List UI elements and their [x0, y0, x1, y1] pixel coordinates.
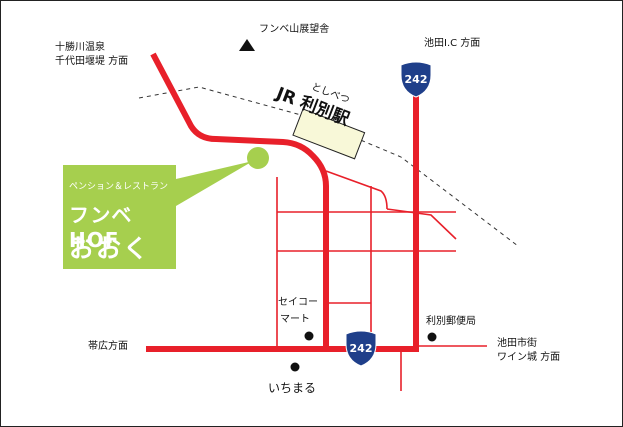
jr-station-building	[292, 108, 366, 160]
post-office-dot-icon	[427, 332, 437, 342]
mountain-icon	[239, 39, 255, 51]
ad-name-line2: おおくま	[69, 234, 151, 299]
ichimaru-label: いちまる	[268, 381, 317, 395]
route-number-north: 242	[405, 73, 428, 86]
route-shield-north-icon: 242	[400, 61, 432, 98]
ad-name-line1: フンベ HOF	[69, 203, 133, 252]
direction-ikeda-town-line2: ワイン城 方面	[497, 352, 561, 363]
route-shield-south-icon: 242	[345, 330, 377, 367]
pension-ad: ペンション＆レストラン フンベ HOF おおくま	[63, 165, 176, 299]
direction-ikeda-ic: 池田I.C 方面	[424, 38, 481, 49]
route-number-south: 242	[350, 342, 373, 355]
direction-obihiro: 帯広方面	[88, 341, 128, 352]
ad-pointer	[176, 161, 253, 206]
direction-tokachi-line1: 十勝川温泉	[55, 42, 105, 53]
seicomart-label-line2: マート	[280, 314, 310, 325]
direction-tokachi-line2: 千代田堰堤 方面	[55, 56, 129, 67]
post-office-label: 利別郵便局	[426, 316, 476, 327]
seicomart-label-line1: セイコー	[278, 297, 318, 308]
pension-location-marker	[247, 147, 269, 169]
direction-ikeda-town-line1: 池田市街	[497, 338, 537, 349]
ad-subtitle: ペンション＆レストラン	[69, 182, 169, 192]
minor-roads	[276, 170, 487, 391]
railway-line	[138, 86, 519, 247]
seicomart-dot-icon	[304, 331, 314, 341]
ichimaru-dot-icon	[290, 362, 300, 372]
observatory-label: フンベ山展望舎	[259, 24, 330, 35]
